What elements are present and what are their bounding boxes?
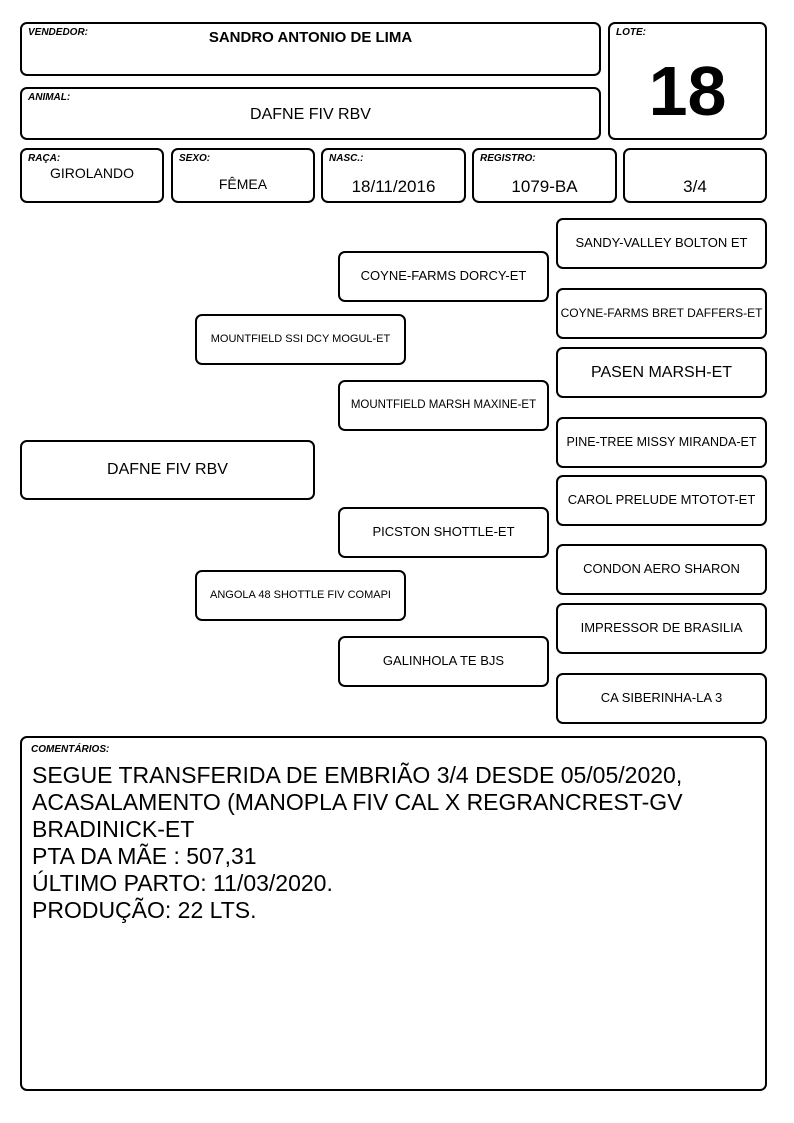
pedigree-sire-sire: COYNE-FARMS DORCY-ET — [338, 251, 549, 302]
pedigree-dam-dam: GALINHOLA TE BJS — [338, 636, 549, 687]
nasc-value: 18/11/2016 — [351, 177, 436, 196]
animal-value: DAFNE FIV RBV — [250, 106, 371, 123]
grau-sangue-box: 3/4 — [623, 148, 767, 203]
registro-box: REGISTRO: 1079-BA — [472, 148, 617, 203]
lote-label: LOTE: — [616, 27, 646, 38]
registro-value: 1079-BA — [511, 177, 578, 196]
comments-text: SEGUE TRANSFERIDA DE EMBRIÃO 3/4 DESDE 0… — [32, 762, 683, 923]
pedigree-animal: DAFNE FIV RBV — [20, 440, 315, 500]
comments-label: COMENTÁRIOS: — [31, 744, 110, 755]
raca-box: RAÇA: GIROLANDO — [20, 148, 164, 203]
pedigree-ggp: CAROL PRELUDE MTOTOT-ET — [556, 475, 767, 526]
pedigree-ggp: COYNE-FARMS BRET DAFFERS-ET — [556, 288, 767, 339]
raca-value: GIROLANDO — [49, 165, 134, 181]
nasc-box: NASC.: 18/11/2016 — [321, 148, 466, 203]
sexo-box: SEXO: FÊMEA — [171, 148, 315, 203]
pedigree-sire-dam: MOUNTFIELD MARSH MAXINE-ET — [338, 380, 549, 431]
pedigree-dam: ANGOLA 48 SHOTTLE FIV COMAPI — [195, 570, 406, 621]
vendedor-label: VENDEDOR: — [28, 27, 89, 38]
comments-box: COMENTÁRIOS: SEGUE TRANSFERIDA DE EMBRIÃ… — [20, 736, 767, 1091]
lote-box: LOTE: 18 — [608, 22, 767, 140]
grau-sangue-value: 3/4 — [683, 177, 707, 196]
pedigree-ggp: PASEN MARSH-ET — [556, 347, 767, 398]
lote-value: 18 — [648, 52, 727, 130]
raca-label: RAÇA: — [28, 153, 61, 164]
sexo-label: SEXO: — [179, 153, 211, 164]
pedigree-ggp: PINE-TREE MISSY MIRANDA-ET — [556, 417, 767, 468]
nasc-label: NASC.: — [329, 153, 364, 164]
registro-label: REGISTRO: — [480, 153, 536, 164]
pedigree-ggp: IMPRESSOR DE BRASILIA — [556, 603, 767, 654]
animal-box: ANIMAL: DAFNE FIV RBV — [20, 87, 601, 140]
sexo-value: FÊMEA — [218, 176, 268, 192]
vendedor-box: VENDEDOR: SANDRO ANTONIO DE LIMA — [20, 22, 601, 76]
pedigree-dam-sire: PICSTON SHOTTLE-ET — [338, 507, 549, 558]
pedigree-ggp: SANDY-VALLEY BOLTON ET — [556, 218, 767, 269]
pedigree-sire: MOUNTFIELD SSI DCY MOGUL-ET — [195, 314, 406, 365]
pedigree-ggp: CA SIBERINHA-LA 3 — [556, 673, 767, 724]
pedigree-ggp: CONDON AERO SHARON — [556, 544, 767, 595]
vendedor-value: SANDRO ANTONIO DE LIMA — [208, 29, 413, 46]
animal-label: ANIMAL: — [28, 92, 71, 103]
